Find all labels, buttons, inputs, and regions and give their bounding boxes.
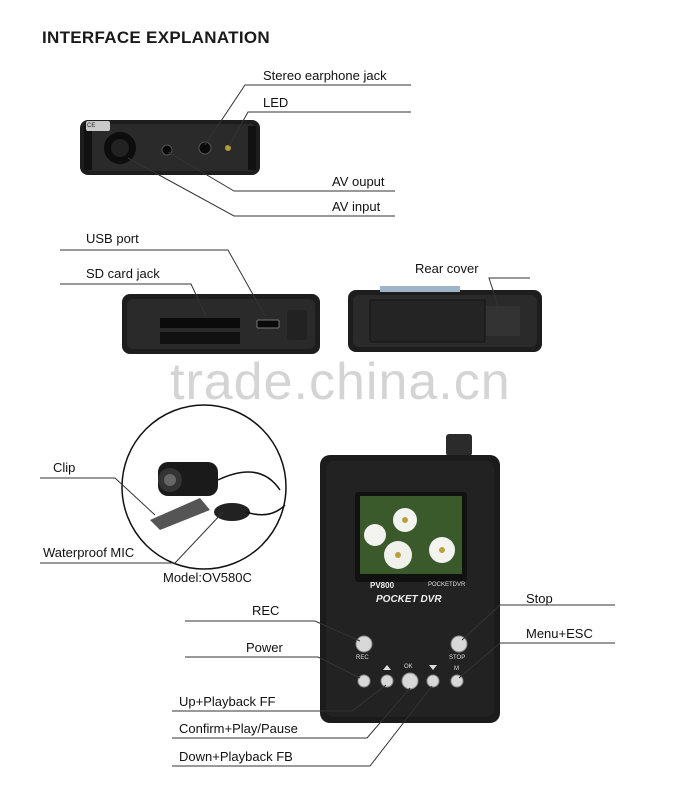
- device-top-view: [80, 120, 260, 175]
- label-rear-cover: Rear cover: [415, 261, 479, 276]
- label-up-playback-ff: Up+Playback FF: [179, 694, 276, 709]
- label-stereo-earphone-jack: Stereo earphone jack: [263, 68, 387, 83]
- label-sd-card-jack: SD card jack: [86, 266, 160, 281]
- watermark: trade.china.cn: [170, 353, 511, 411]
- label-stop: Stop: [526, 591, 553, 606]
- device-model-text: PV800: [370, 581, 395, 590]
- label-model: Model:OV580C: [163, 570, 252, 585]
- device-rear-view: [348, 286, 542, 352]
- port-sticker: CE: [87, 123, 96, 129]
- label-clip: Clip: [53, 460, 76, 475]
- leader-lines: [40, 84, 615, 767]
- rec-button-label: REC: [356, 655, 369, 661]
- label-av-input: AV input: [332, 199, 381, 214]
- label-confirm-play-pause: Confirm+Play/Pause: [179, 721, 298, 736]
- page-title: INTERFACE EXPLANATION: [42, 28, 270, 47]
- label-led: LED: [263, 95, 289, 110]
- device-front-view: [320, 434, 500, 723]
- device-brand-small: POCKETDVR: [428, 582, 466, 588]
- m-button-label: M: [454, 666, 459, 672]
- label-down-playback-fb: Down+Playback FB: [179, 749, 293, 764]
- ok-button-label: OK: [404, 664, 413, 670]
- label-waterproof-mic: Waterproof MIC: [43, 545, 135, 560]
- label-rec: REC: [252, 603, 280, 618]
- label-usb-port: USB port: [86, 231, 139, 246]
- stop-button-label: STOP: [449, 655, 466, 661]
- device-brand-large: POCKET DVR: [376, 594, 442, 605]
- label-av-output: AV ouput: [332, 174, 385, 189]
- label-menu-esc: Menu+ESC: [526, 626, 593, 641]
- device-side-view: [122, 294, 320, 354]
- camera-inset: [121, 404, 287, 570]
- label-power: Power: [246, 640, 283, 655]
